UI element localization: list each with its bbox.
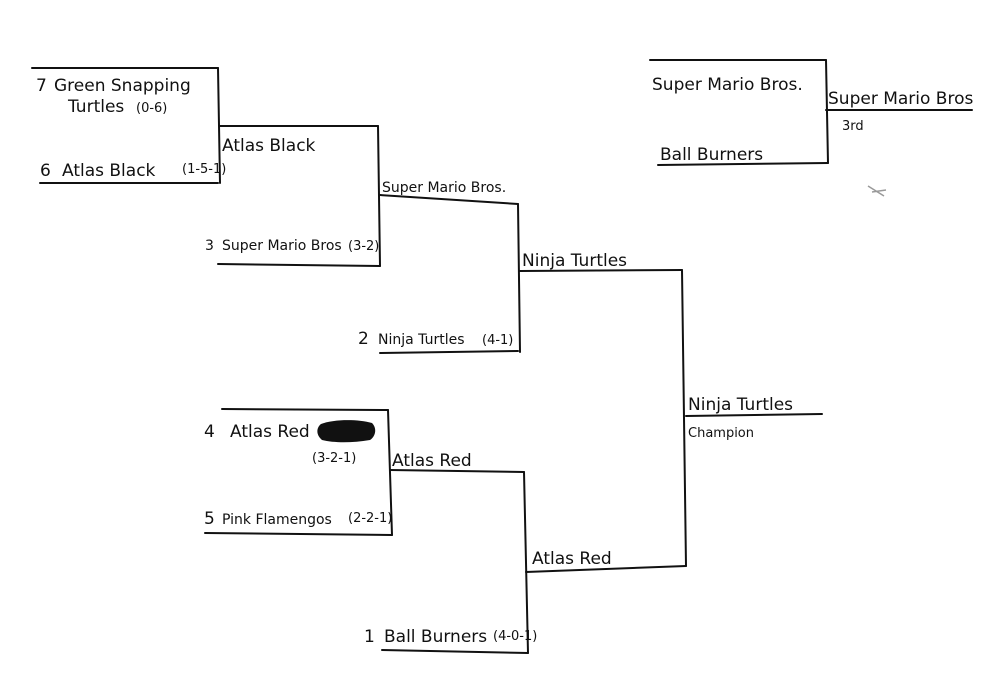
- seed-1: 1: [364, 627, 375, 647]
- round2-game1: Atlas Black 3 Super Mario Bros (3-2): [205, 136, 379, 254]
- semi1-top-line: [379, 194, 519, 205]
- r1-g2-bottom-line: [204, 532, 393, 536]
- third-place-winner: Super Mario Bros: [828, 89, 973, 109]
- champion-name: Ninja Turtles: [688, 395, 793, 415]
- team-green-snapping-line2: Turtles: [67, 97, 124, 117]
- r2-g1-connector: [377, 125, 381, 267]
- seed-6: 6: [40, 161, 51, 181]
- third-team-ball-burners: Ball Burners: [660, 145, 763, 165]
- scribbled-out-mark: [317, 420, 376, 443]
- final: Ninja Turtles Atlas Red Ninja Turtles Ch…: [522, 251, 793, 569]
- record-atlas-black: (1-5-1): [182, 162, 226, 177]
- r1-g2-connector: [387, 409, 393, 536]
- team-atlas-black: Atlas Black: [62, 161, 156, 181]
- record-ball-burners: (4-0-1): [493, 629, 537, 644]
- seed-3: 3: [205, 238, 214, 254]
- seed-7: 7: [36, 76, 47, 96]
- record-ninja-turtles: (4-1): [482, 333, 513, 348]
- record-pink-flamengos: (2-2-1): [348, 511, 392, 526]
- advance-atlas-black: Atlas Black: [222, 136, 316, 156]
- smudge-mark: [867, 185, 887, 197]
- bracket-lines: [31, 59, 973, 654]
- r2-g2-top-line: [389, 469, 525, 473]
- team-atlas-red: Atlas Red: [230, 422, 310, 442]
- champion-line: [685, 413, 823, 417]
- advance-ninja-turtles: Ninja Turtles: [522, 251, 627, 271]
- team-green-snapping-line1: Green Snapping: [54, 76, 191, 96]
- r2-g1-bottom-line: [217, 263, 381, 267]
- champion-label: Champion: [688, 426, 754, 441]
- advance-atlas-red-final: Atlas Red: [532, 549, 612, 569]
- final-top-line: [519, 269, 683, 272]
- record-green-snapping: (0-6): [136, 101, 167, 116]
- third-place-label: 3rd: [842, 119, 864, 134]
- third-bottom-line: [657, 162, 829, 166]
- r1-g1-connector: [217, 67, 221, 184]
- team-ninja-turtles: Ninja Turtles: [378, 332, 465, 348]
- third-team-super-mario: Super Mario Bros.: [652, 75, 803, 95]
- team-ball-burners: Ball Burners: [384, 627, 487, 647]
- r2-g2-bottom-line: [381, 649, 529, 654]
- advance-atlas-red: Atlas Red: [392, 451, 472, 471]
- round2-game2: Atlas Red 1 Ball Burners (4-0-1): [364, 451, 537, 647]
- advance-super-mario: Super Mario Bros.: [382, 180, 506, 196]
- round1-game2: 4 Atlas Red (3-2-1) 5 Pink Flamengos (2-…: [204, 420, 392, 529]
- third-connector: [825, 59, 829, 164]
- semi1-connector: [517, 203, 521, 353]
- semifinal1: Super Mario Bros. 2 Ninja Turtles (4-1): [358, 180, 513, 349]
- final-connector: [681, 269, 687, 567]
- round1-game1: 7 Green Snapping Turtles (0-6) 6 Atlas B…: [36, 76, 226, 181]
- team-pink-flamengos: Pink Flamengos: [222, 512, 332, 528]
- seed-2: 2: [358, 329, 369, 349]
- semi1-bottom-line: [379, 350, 519, 354]
- r1-g2-top-line: [221, 408, 389, 411]
- third-place-game: Super Mario Bros. Ball Burners Super Mar…: [652, 75, 973, 165]
- record-super-mario: (3-2): [348, 239, 379, 254]
- record-atlas-red: (3-2-1): [312, 451, 356, 466]
- r2-g2-connector: [523, 471, 529, 654]
- seed-4: 4: [204, 422, 215, 442]
- final-bottom-line: [525, 565, 687, 573]
- seed-5: 5: [204, 509, 215, 529]
- team-super-mario: Super Mario Bros: [222, 238, 342, 254]
